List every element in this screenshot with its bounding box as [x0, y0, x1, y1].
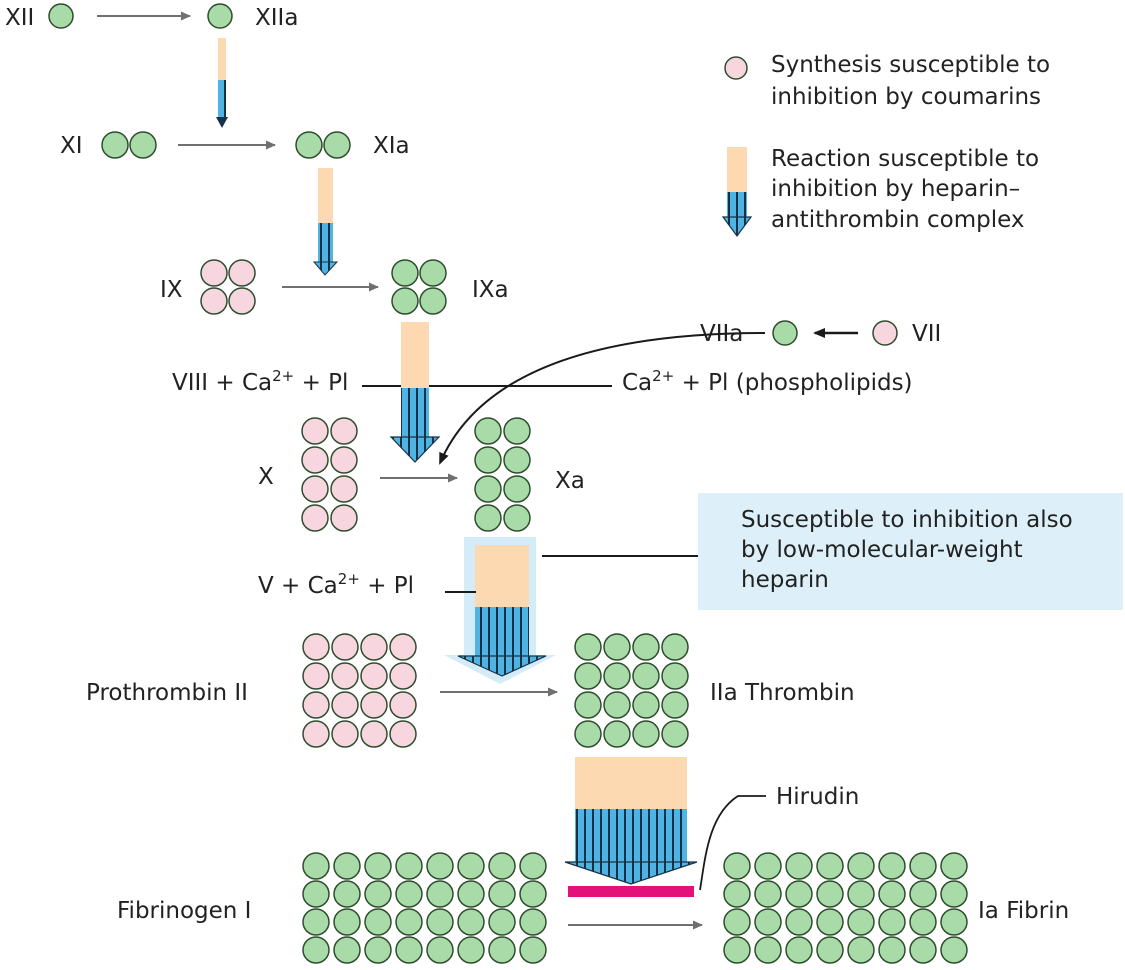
fibrinogen-label: Fibrinogen I [117, 898, 251, 924]
heparin-legend-arrow-icon [721, 147, 753, 238]
factor-xa-label: Xa [555, 468, 585, 494]
legend-coumarins-line1: Synthesis susceptible to [771, 52, 1050, 78]
factor-ixa-label: IXa [472, 277, 509, 303]
factor-xi-label: XI [60, 133, 83, 159]
factor-vii-label: VII [912, 321, 941, 347]
factor-xii-circle [48, 3, 74, 29]
viia-to-x-curve [439, 332, 766, 465]
legend-heparin-line1: Reaction susceptible to [771, 146, 1039, 172]
factor-x-circles [301, 417, 358, 532]
thrombin-circles [574, 633, 689, 748]
prothrombin-circles [302, 633, 417, 748]
fibrin-label: Ia Fibrin [978, 898, 1069, 924]
thrombin-label: IIa Thrombin [710, 680, 855, 706]
factor-xia-circles [295, 131, 351, 159]
cofactor-viii-label: VIII + Ca2+ + Pl [172, 367, 348, 396]
lmw-heparin-line2: by low-molecular-weight [741, 537, 1023, 563]
lmw-heparin-box [698, 493, 1123, 610]
factor-xiia-circle [207, 3, 233, 29]
fibrin-circles [723, 852, 968, 964]
factor-viia-circle [772, 320, 798, 346]
factor-x-label: X [258, 464, 274, 490]
legend-heparin-line2: inhibition by heparin– [771, 176, 1020, 202]
factor-xa-circles [474, 417, 531, 532]
lmw-heparin-line1: Susceptible to inhibition also [741, 507, 1073, 533]
heparin-arrow-xa [444, 537, 556, 684]
coumarin-legend-swatch [724, 56, 748, 80]
hirudin-connector [699, 795, 766, 891]
cofactor-ca-label: Ca2+ + Pl (phospholipids) [622, 367, 913, 396]
fibrinogen-circles [302, 852, 547, 964]
factor-xii-label: XII [5, 5, 34, 31]
heparin-arrow-ixa [389, 322, 441, 463]
legend-heparin-line3: antithrombin complex [771, 207, 1024, 233]
factor-xia-label: XIa [373, 133, 410, 159]
heparin-arrow-thrombin [564, 757, 698, 885]
factor-ixa-circles [391, 259, 447, 315]
lmw-heparin-line3: heparin [741, 567, 829, 593]
factor-xi-circles [101, 131, 157, 159]
heparin-arrow-xia [312, 168, 339, 276]
factor-vii-circle [872, 320, 898, 346]
cofactor-v-label: V + Ca2+ + Pl [258, 570, 414, 599]
factor-xiia-label: XIIa [255, 5, 298, 31]
hirudin-bar [568, 886, 694, 897]
factor-ix-label: IX [160, 277, 183, 303]
prothrombin-label: Prothrombin II [86, 680, 248, 706]
legend: Synthesis susceptible to inhibition by c… [721, 52, 1050, 238]
legend-coumarins-line2: inhibition by coumarins [771, 84, 1041, 110]
heparin-arrow-xiia [216, 38, 228, 128]
factor-ix-circles [200, 259, 256, 315]
hirudin-label: Hirudin [776, 784, 859, 810]
